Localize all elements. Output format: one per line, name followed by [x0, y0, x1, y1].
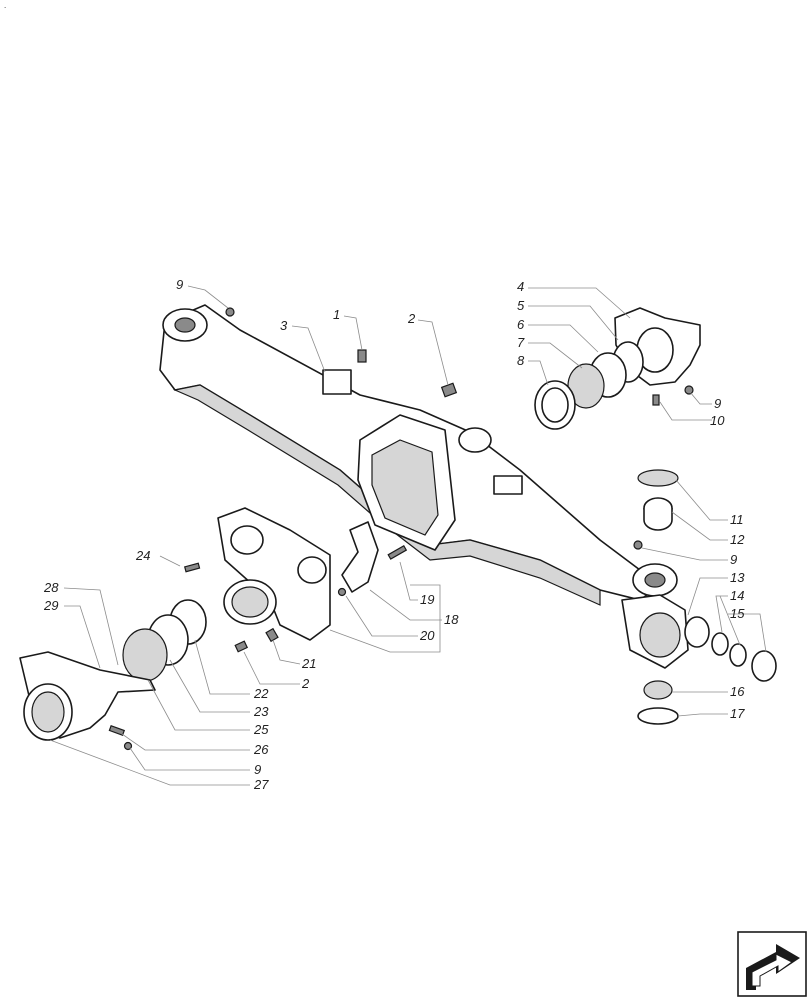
callout-11: 11	[730, 512, 744, 527]
callout-9: 9	[254, 762, 261, 777]
callout-4: 4	[517, 279, 524, 294]
callout-8: 8	[517, 353, 525, 368]
right-small-parts	[633, 469, 777, 725]
callout-6: 6	[517, 317, 525, 332]
callout-20: 20	[419, 628, 435, 643]
callout-9: 9	[730, 552, 737, 567]
callout-3: 3	[280, 318, 288, 333]
fittings	[225, 307, 458, 398]
corner-mark: .	[4, 1, 6, 10]
callout-25: 25	[253, 722, 269, 737]
callout-2: 2	[407, 311, 416, 326]
callout-13: 13	[730, 570, 745, 585]
right-upper-support	[534, 307, 701, 430]
callout-24: 24	[135, 548, 150, 563]
callout-17: 17	[730, 706, 745, 721]
callout-23: 23	[253, 704, 269, 719]
callout-15: 15	[730, 606, 745, 621]
callout-12: 12	[730, 532, 745, 547]
left-lower-support	[19, 507, 408, 751]
callout-labels: 9 1 2 3 4 5 6 7 8 9 10 11 12 9 13 14 15 …	[43, 277, 745, 792]
callout-18: 18	[444, 612, 459, 627]
callout-9: 9	[714, 396, 721, 411]
callout-16: 16	[730, 684, 745, 699]
callout-19: 19	[420, 592, 434, 607]
callout-27: 27	[253, 777, 269, 792]
callout-14: 14	[730, 588, 744, 603]
callout-28: 28	[43, 580, 59, 595]
callout-7: 7	[517, 335, 525, 350]
axle-beam	[159, 304, 689, 669]
callout-1: 1	[333, 307, 340, 322]
callout-22: 22	[253, 686, 269, 701]
leader-lines	[49, 285, 767, 786]
next-page-arrow-icon[interactable]	[737, 931, 807, 997]
callout-9: 9	[176, 277, 183, 292]
callout-2: 2	[301, 676, 310, 691]
callout-29: 29	[43, 598, 58, 613]
callout-10: 10	[710, 413, 725, 428]
callout-21: 21	[301, 656, 316, 671]
callout-5: 5	[517, 298, 525, 313]
callout-26: 26	[253, 742, 269, 757]
